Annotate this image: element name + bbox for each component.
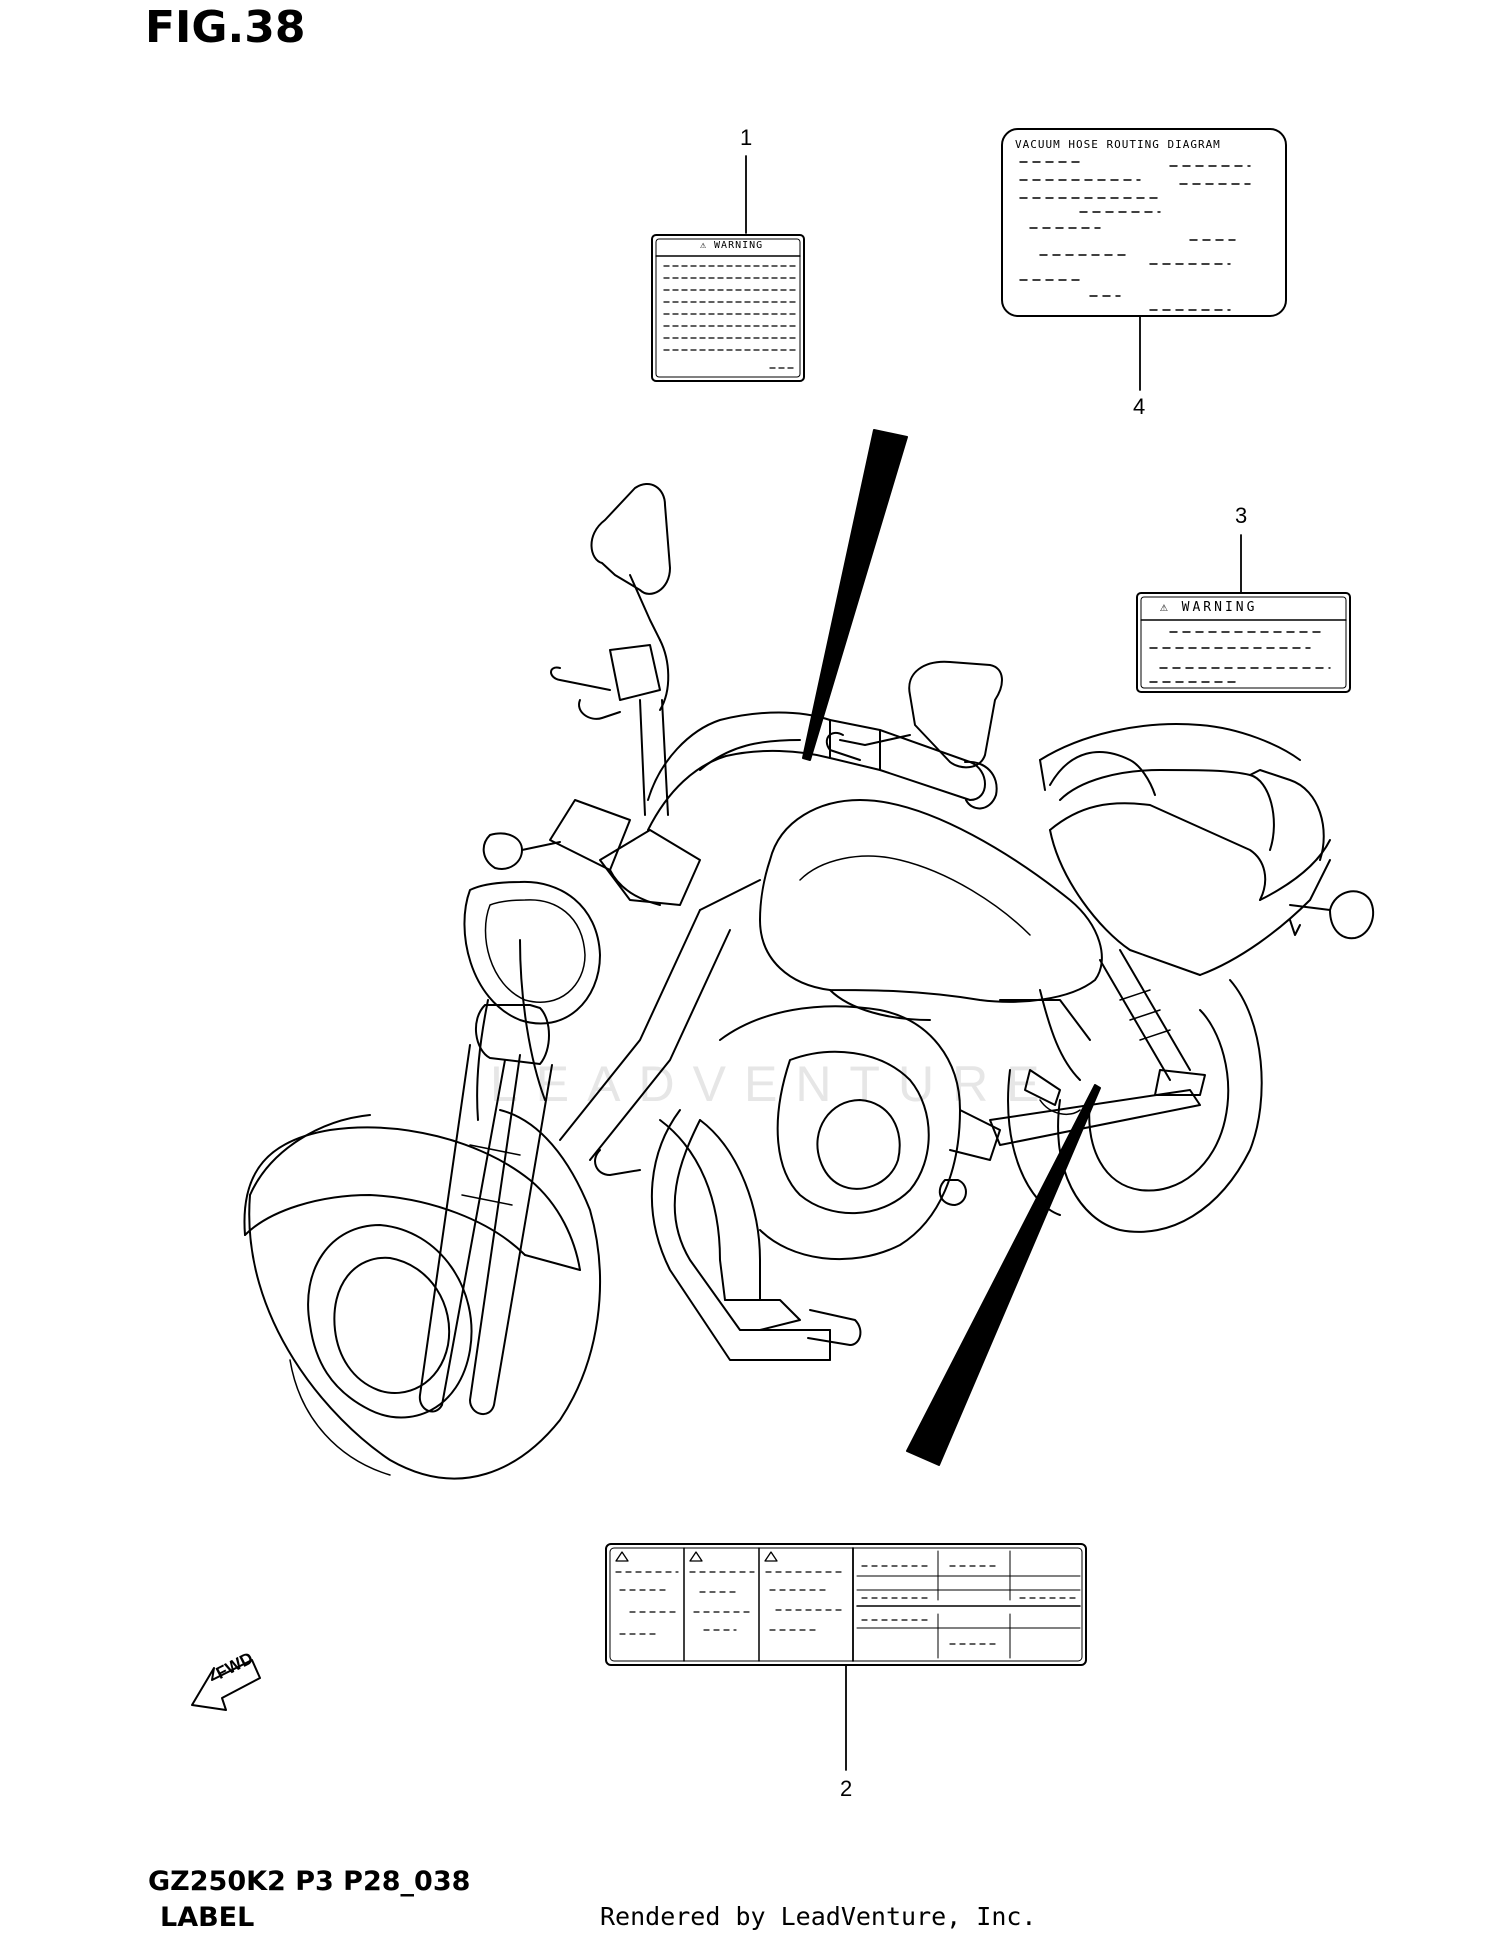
label-3-sticker <box>1136 592 1351 693</box>
label-4-sticker <box>1001 128 1287 317</box>
label-1-heading: ⚠ WARNING <box>700 240 764 251</box>
label-1-sticker <box>651 234 805 382</box>
callout-2: 2 <box>840 1776 853 1801</box>
figure-title: FIG.38 <box>145 2 306 53</box>
leader-wedge-label-1 <box>802 429 908 761</box>
label-3-heading: ⚠ WARNING <box>1160 600 1258 615</box>
model-code: GZ250K2 P3 P28_038 <box>148 1866 471 1897</box>
watermark-text: LEADVENTURE <box>490 1056 1058 1112</box>
callout-4: 4 <box>1133 394 1146 419</box>
leader-wedge-label-2 <box>906 1084 1101 1466</box>
callout-1: 1 <box>740 125 753 150</box>
rendered-by-credit: Rendered by LeadVenture, Inc. <box>600 1902 1037 1931</box>
fwd-direction-arrow <box>191 1659 261 1711</box>
motorcycle-drawing <box>243 483 1375 1480</box>
label-2-sticker <box>605 1543 1087 1666</box>
label-4-heading: VACUUM HOSE ROUTING DIAGRAM <box>1015 138 1221 151</box>
callout-3: 3 <box>1235 503 1248 528</box>
section-name: LABEL <box>160 1902 255 1933</box>
